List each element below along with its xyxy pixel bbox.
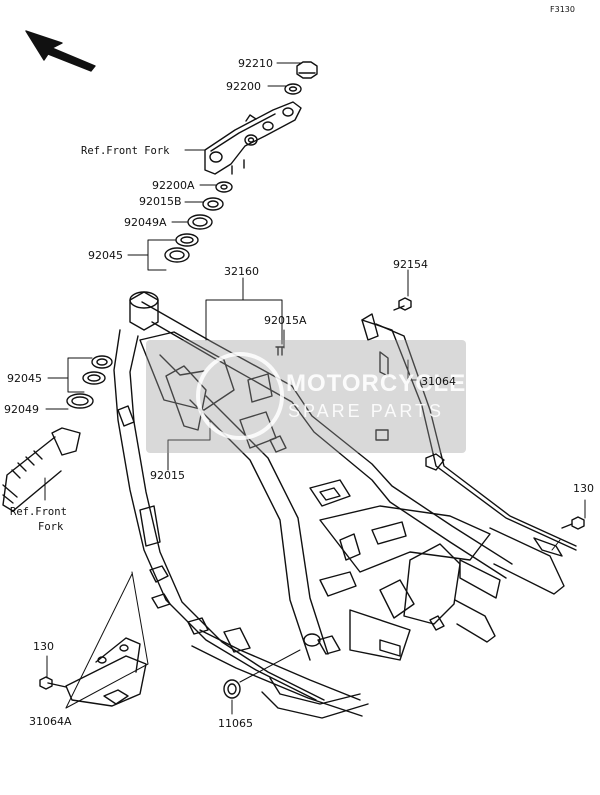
watermark-logo-icon xyxy=(196,352,284,440)
ref-front-fork-top: Ref.Front Fork xyxy=(81,145,170,157)
leader-lines xyxy=(44,62,586,715)
part-label: 31064A xyxy=(29,715,72,728)
part-label: 92049 xyxy=(4,403,39,416)
part-label: 92200A xyxy=(152,179,195,192)
main-frame xyxy=(113,291,577,719)
part-label: 92154 xyxy=(393,258,428,271)
part-label: 32160 xyxy=(224,265,259,278)
part-label: 130 xyxy=(573,482,594,495)
part-label: 92210 xyxy=(238,57,273,70)
ref-front-fork-left-line2: Fork xyxy=(38,521,64,533)
diagram-code: F3130 xyxy=(550,5,575,14)
part-label: 11065 xyxy=(218,717,253,730)
part-label: 92200 xyxy=(226,80,261,93)
part-label: 92045 xyxy=(7,372,42,385)
part-label: 31064 xyxy=(421,375,456,388)
watermark-line2: SPARE PARTS xyxy=(288,401,445,421)
part-label: 92015B xyxy=(139,195,182,208)
part-label: 92015 xyxy=(150,469,185,482)
steering-stem-assembly xyxy=(164,61,412,356)
part-label: 130 xyxy=(33,640,54,653)
ref-front-fork-left-line1: Ref.Front xyxy=(10,506,67,518)
front-direction-arrow-icon xyxy=(25,30,96,72)
part-label: 92045 xyxy=(88,249,123,262)
watermark-line1: MOTORCYCLE xyxy=(286,370,467,397)
bracket-31064A xyxy=(39,637,147,707)
grommet-11065 xyxy=(223,679,241,699)
part-label: 92015A xyxy=(264,314,307,327)
lower-bearing-parts xyxy=(2,355,113,512)
part-label: 92049A xyxy=(124,216,167,229)
